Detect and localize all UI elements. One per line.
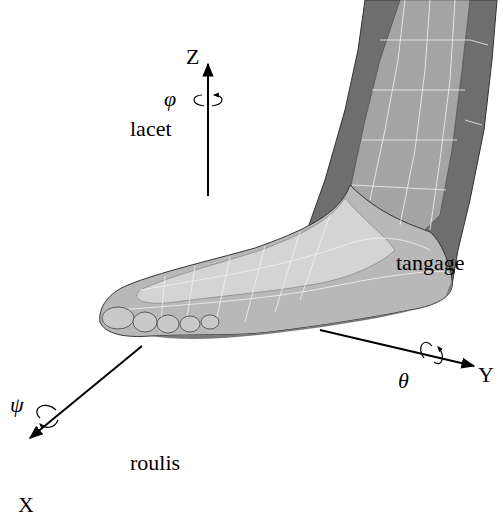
axis-name: roulis: [130, 452, 180, 474]
axis-letter: Z: [186, 46, 199, 68]
axis-name: tangage: [396, 252, 464, 274]
axis-letter: Y: [478, 364, 494, 386]
angle-symbol: φ: [164, 88, 176, 110]
axis-name: lacet: [130, 118, 172, 140]
axis-letter: X: [18, 494, 34, 516]
angle-symbol: ψ: [10, 394, 24, 416]
angle-symbol: θ: [398, 370, 409, 392]
